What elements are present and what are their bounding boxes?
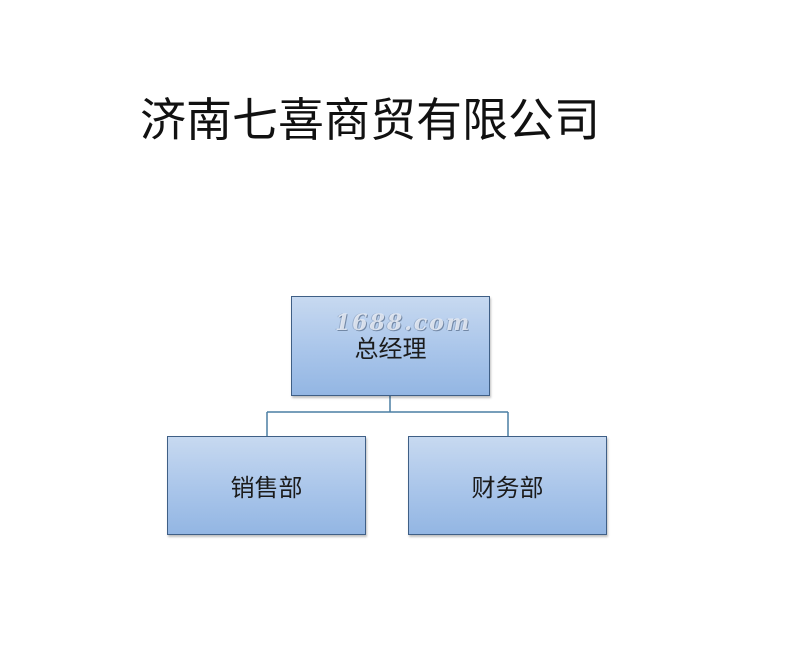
page-title: 济南七喜商贸有限公司 — [140, 93, 600, 147]
org-node-label: 销售部 — [230, 474, 303, 502]
org-node-general-manager: 总经理 — [291, 296, 490, 396]
org-node-label: 总经理 — [354, 334, 427, 363]
org-node-finance-dept: 财务部 — [408, 436, 607, 535]
org-node-label: 财务部 — [471, 474, 544, 502]
watermark: 1688.com — [335, 310, 472, 336]
org-node-sales-dept: 销售部 — [167, 436, 366, 535]
